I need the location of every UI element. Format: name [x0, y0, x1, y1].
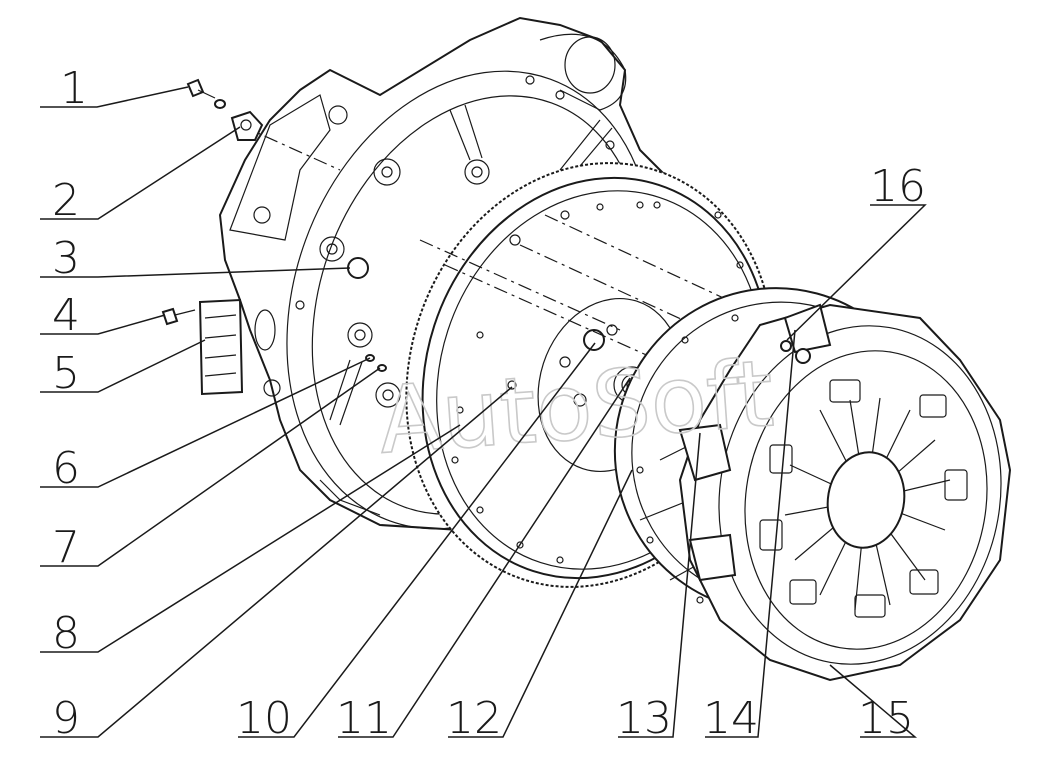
clutch-pressure-plate	[678, 303, 1012, 682]
callout-13: 13	[616, 693, 672, 744]
callout-8: 8	[52, 608, 80, 659]
callout-12: 12	[446, 693, 502, 744]
callout-3: 3	[52, 233, 80, 284]
leader-lines	[40, 86, 927, 738]
callout-14: 14	[703, 693, 759, 744]
callout-16: 16	[870, 161, 926, 212]
callout-9: 9	[52, 693, 80, 744]
callout-labels: 1 2 3 4 5 6 7 8 9 10 11 12 13 14 15 16	[52, 63, 926, 744]
callout-2: 2	[52, 175, 80, 226]
callout-15: 15	[858, 693, 914, 744]
callout-11: 11	[336, 693, 392, 744]
callout-10: 10	[236, 693, 292, 744]
callout-5: 5	[52, 348, 80, 399]
small-parts	[161, 78, 811, 396]
callout-6: 6	[52, 443, 80, 494]
callout-1: 1	[60, 63, 88, 114]
callout-7: 7	[52, 522, 80, 573]
callout-4: 4	[52, 290, 80, 341]
